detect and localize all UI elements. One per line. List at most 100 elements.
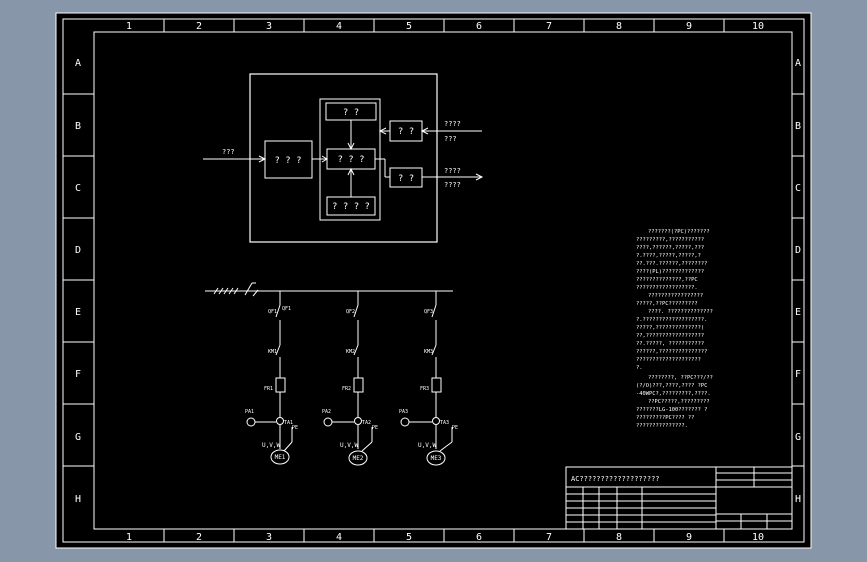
block-right-top-label-1: ???? [444,120,461,128]
pe3-label: PE [452,425,458,431]
km1-label: KM1 [268,349,277,355]
col-label: 2 [196,532,202,543]
col-label: 1 [126,532,132,543]
block-input-label: ??? [222,148,235,156]
pe2-label: PE [372,425,378,431]
row-label: A [75,58,81,69]
row-label: D [75,245,81,256]
col-label: 1 [126,21,132,32]
fr2-label: FR2 [342,386,351,392]
col-label: 9 [686,532,692,543]
row-label: C [75,183,81,194]
note-line: ?. [636,365,643,371]
km2-label: KM2 [346,349,355,355]
block-bottom-text: ? ? ? ? [332,202,370,212]
uvw2-label: U,V,W [340,442,358,449]
note-line: ????????????????? [648,293,703,299]
row-label: D [795,245,801,256]
column-zone-ticks [163,19,725,542]
motor-me3: ME3 [431,455,442,462]
motor-me1: ME1 [275,454,286,461]
row-label: H [75,494,81,505]
motor-branch-1: QF1 QF1 KM1 FR1 PA1 TA1 U,V,W PE ME1 [245,291,298,465]
block-right-bottom-text: ? ? [398,174,414,184]
control-block-diagram: ? ? ? ? ? ? ? ? ? ? ? ? ? ? ? ? ??? [203,73,484,243]
ta2-label: TA2 [362,420,371,426]
fr3-label: FR3 [420,386,429,392]
note-line: ???????????????. [636,423,688,429]
row-label: B [795,121,801,132]
row-label: F [75,369,81,380]
title-block-title: AC??????????????????? [571,475,660,483]
motor-me2: ME2 [353,455,364,462]
row-label: H [795,494,801,505]
row-label: F [795,369,801,380]
block-right-bottom-label-2: ???? [444,181,461,189]
col-label: 4 [336,532,342,543]
note-line: ?????????PC???? ?? [636,415,694,421]
ta3-label: TA3 [440,420,449,426]
col-label: 2 [196,21,202,32]
note-line: -40WPC?,?????????,????. [636,391,711,397]
note-line: ????(PL)????????????? [636,269,704,275]
note-line: ?.???????????????????. [636,317,707,323]
motor-branch-3: QF3 KM3 FR3 PA3 TA3 U,V,W PE ME3 [399,291,458,466]
note-line: ??.?????, ??????????? [636,341,704,347]
column-labels-top: 1 2 3 4 5 6 7 8 9 10 [126,21,764,32]
block-top-text: ? ? [343,108,359,118]
note-line: ??????????????????. [636,285,698,291]
note-line: ?????????,??????????? [636,237,704,243]
row-label: C [795,183,801,194]
main-bus [205,282,453,297]
fr1-label: FR1 [264,386,273,392]
note-line: ??????????????,??PC [636,277,698,283]
col-label: 7 [546,21,552,32]
note-line: ??,?????????????????? [636,333,704,339]
note-line: ???????????????????? [636,357,701,363]
note-line: ??????,??????????????? [636,349,707,355]
block-connectors [203,120,484,197]
note-line: ?????,??????????????( [636,325,704,331]
col-label: 5 [406,532,412,543]
row-label: E [795,307,801,318]
row-label: E [75,307,81,318]
note-line: ????. ?????????????? [648,309,713,315]
note-line: (?/O)???,????,???? ?PC [636,383,707,389]
note-line: ????????, ??PC???/?? [648,375,713,381]
col-label: 8 [616,21,622,32]
col-label: 3 [266,532,272,543]
row-labels-left: A B C D E F G H [75,58,81,505]
col-label: 5 [406,21,412,32]
drawing-sheet [55,12,812,549]
motor-branch-2: QF2 KM2 FR2 PA2 TA2 U,V,W PE ME2 [322,291,378,466]
row-label: G [75,432,81,443]
row-label: A [795,58,801,69]
note-line: ????,??????,?????,??? [636,245,704,251]
ta1-label: TA1 [284,420,293,426]
km3-label: KM3 [424,349,433,355]
uvw3-label: U,V,W [418,442,436,449]
row-zone-ticks [63,93,804,467]
col-label: 8 [616,532,622,543]
title-block [565,466,793,530]
note-line: ?????,??PC????????? [636,301,698,307]
block-left-text: ? ? ? [274,156,301,166]
col-label: 3 [266,21,272,32]
col-label: 9 [686,21,692,32]
row-label: B [75,121,81,132]
col-label: 7 [546,532,552,543]
note-line: ??PC?????,????????? [648,399,710,405]
block-right-top-label-2: ??? [444,135,457,143]
note-line: ??.???.??????,???????? [636,261,707,267]
pa2-label: PA2 [322,409,331,415]
col-label: 6 [476,532,482,543]
col-label: 6 [476,21,482,32]
pe1-label: PE [292,425,298,431]
note-line: ???????(?PC)??????? [648,229,710,235]
pa3-label: PA3 [399,409,408,415]
note-line: ???????LG-100??????? ? [636,407,707,413]
column-labels-bottom: 1 2 3 4 5 6 7 8 9 10 [126,532,764,543]
block-center-text: ? ? ? [337,155,364,165]
col-label: 4 [336,21,342,32]
